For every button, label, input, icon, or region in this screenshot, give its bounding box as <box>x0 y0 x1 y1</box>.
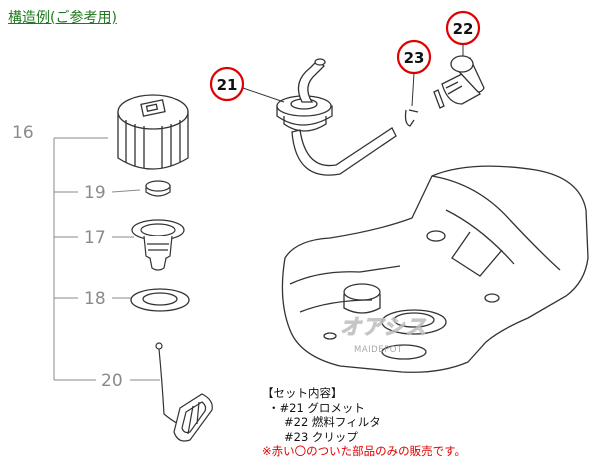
strap-part <box>155 342 213 442</box>
callout-22: 22 <box>445 10 481 56</box>
callout-23: 23 <box>396 39 432 107</box>
leader-lines <box>53 137 160 381</box>
legend-heading: 【セット内容】 <box>262 386 343 400</box>
sales-note: ※赤い〇のついた部品のみの販売です。 <box>262 444 466 458</box>
clip-part <box>404 109 419 127</box>
fuel-tank <box>281 165 589 373</box>
svg-text:MAIDEPOT: MAIDEPOT <box>354 345 403 355</box>
svg-text:オアシス: オアシス <box>340 315 427 339</box>
callout-21-label: 21 <box>217 76 238 94</box>
legend-item-grommet: ・#21 グロメット <box>268 400 365 415</box>
part-number-19: 19 <box>84 183 106 203</box>
fuel-cap-part <box>117 94 189 170</box>
legend-item-clip: #23 クリップ <box>284 429 358 444</box>
diagram-title: 構造例(ご参考用) <box>8 10 117 26</box>
callout-21: 21 <box>209 66 285 103</box>
part-number-20: 20 <box>101 371 123 391</box>
set-contents-legend: 【セット内容】 ・#21 グロメット #22 燃料フィルタ #23 クリップ ※… <box>262 386 466 459</box>
watermark-logo: オアシス MAIDEPOT <box>340 315 427 356</box>
callout-23-label: 23 <box>404 49 425 67</box>
gasket-part <box>130 288 190 312</box>
part-number-16: 16 <box>12 123 34 143</box>
part-number-18: 18 <box>84 289 106 309</box>
grommet-part <box>276 58 397 176</box>
callout-22-label: 22 <box>453 20 474 38</box>
cap-body-part <box>131 219 185 271</box>
legend-item-fuel-filter: #22 燃料フィルタ <box>284 415 381 429</box>
filter-part <box>145 180 171 197</box>
fuel-filter-part <box>433 55 485 109</box>
part-number-17: 17 <box>84 228 106 248</box>
